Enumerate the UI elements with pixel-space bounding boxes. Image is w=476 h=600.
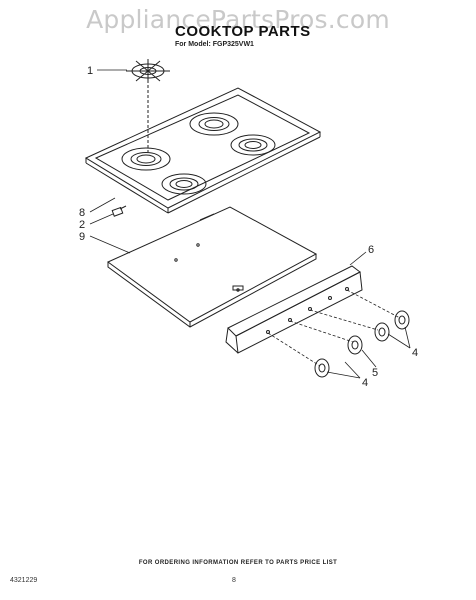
manifold-panel: [225, 265, 363, 354]
knob-center-right: [374, 322, 390, 342]
clip-part: [111, 205, 127, 217]
leader-lines: [89, 69, 411, 379]
cooktop-panel: [84, 87, 322, 214]
callout-9: 9: [79, 231, 85, 243]
ordering-footer: FOR ORDERING INFORMATION REFER TO PARTS …: [138, 560, 338, 566]
callout-6: 6: [368, 244, 374, 256]
callout-4-left: 4: [362, 377, 368, 389]
burner-grate: [126, 59, 170, 83]
knob-rear-right: [394, 310, 410, 330]
callout-4-right: 4: [412, 347, 418, 359]
callout-2: 2: [79, 219, 85, 231]
model-label: For Model: FGP325VW1: [175, 41, 254, 48]
watermark: AppliancePartsPros.com: [86, 5, 390, 34]
knob-center: [347, 335, 363, 355]
burner-opening-right: [230, 134, 276, 156]
page-title: COOKTOP PARTS: [175, 23, 311, 40]
burner-opening-left: [121, 147, 171, 171]
bottom-pan: [107, 206, 318, 328]
page-number: 8: [232, 577, 236, 584]
knob-front-left: [314, 358, 330, 378]
burner-opening-rear-right: [189, 112, 239, 136]
callout-5: 5: [372, 367, 378, 379]
callout-1: 1: [87, 65, 93, 77]
burner-opening-front: [161, 173, 207, 195]
callout-8: 8: [79, 207, 85, 219]
document-number: 4321229: [10, 577, 38, 584]
